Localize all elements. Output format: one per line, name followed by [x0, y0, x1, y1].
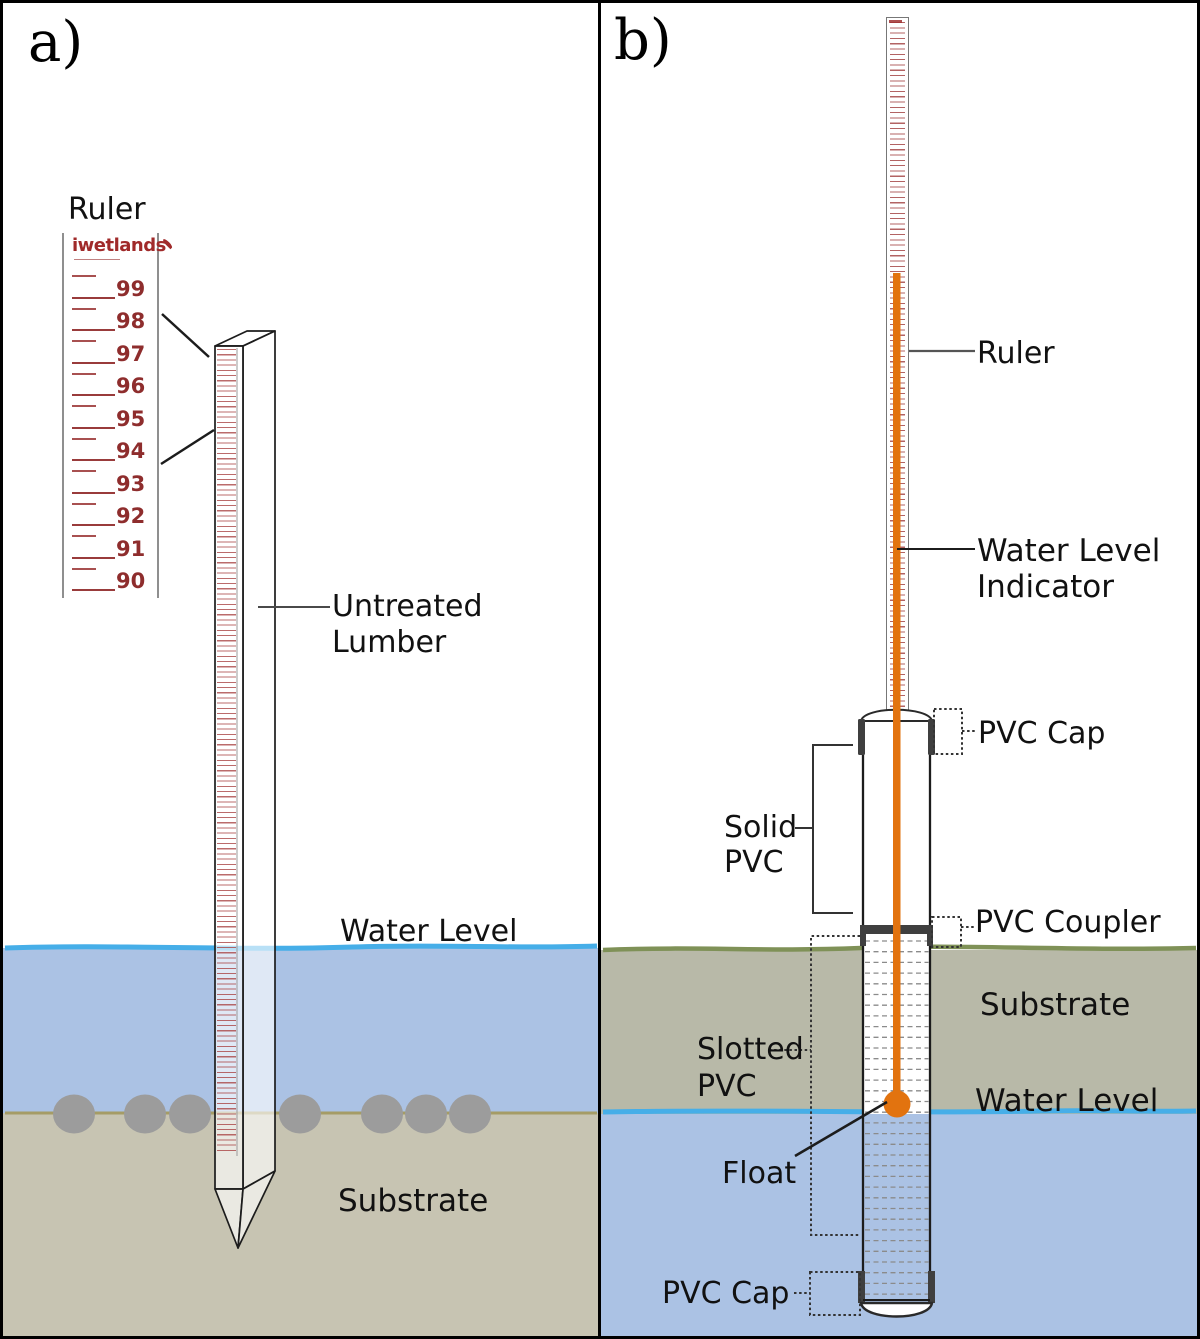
ruler-callout-line-lower: [160, 428, 215, 466]
water-level-indicator-label: Water Level Indicator: [977, 533, 1161, 605]
ruler-half-tick: [72, 429, 157, 442]
ruler-numbered-tick: 90: [72, 569, 157, 593]
ruler-half-tick: [72, 494, 157, 507]
ruler-half-tick: [72, 396, 157, 409]
pvc-cap-bottom-label: PVC Cap: [662, 1276, 790, 1311]
ruler-brand-mark: [889, 20, 902, 23]
pvc-cap-top-dotted-box: [933, 708, 963, 755]
water-level-indicator-rod: [893, 273, 901, 1097]
bottom-cap-sleeve-right: [928, 1271, 935, 1303]
solid-pvc-label: Solid PVC: [724, 810, 798, 880]
stake-ruler-ticks: [217, 349, 236, 1155]
pvc-cap-bottom-dotted-box: [809, 1271, 861, 1316]
pvc-coupler-notch-right: [927, 934, 933, 946]
bottom-cap-bowl: [859, 1301, 934, 1318]
panel-b-letter: b): [614, 8, 672, 73]
ruler-half-tick: [72, 266, 157, 279]
solid-pvc-bracket: [812, 744, 853, 914]
ruler-numbered-tick: 97: [72, 341, 157, 366]
ruler-half-tick: [72, 461, 157, 474]
ruler-numbered-tick: 95: [72, 406, 157, 431]
panel-b-water-level-label: Water Level: [975, 1083, 1159, 1119]
float: [883, 1090, 911, 1118]
ruler-number: 99: [116, 276, 146, 301]
pvc-cap-sleeve-left: [858, 719, 865, 755]
ruler-numbered-tick: 91: [72, 536, 157, 561]
ruler-numbered-tick: 99: [72, 276, 157, 301]
ruler-number: 96: [116, 374, 146, 398]
ruler-number: 95: [116, 406, 146, 431]
panel-a-ruler-label: Ruler: [68, 192, 146, 227]
pipe-slots: [865, 940, 929, 1295]
ruler-number: 93: [116, 471, 146, 496]
panel-b-substrate-line: [602, 944, 1197, 953]
ruler-number: 97: [116, 341, 146, 366]
ruler-number: 92: [116, 504, 146, 528]
ruler-brand: iwetlands: [72, 233, 174, 257]
brand-subtext-line: [74, 259, 120, 260]
ruler-number: 90: [116, 569, 146, 593]
ruler-half-tick: [72, 526, 157, 539]
float-callout-line: [794, 1100, 888, 1158]
panel-a-water-band: [3, 948, 598, 1113]
ruler-detail-inset: iwetlands 99 98 97 96 95 94 93 92 91 90: [62, 233, 174, 598]
ruler-half-tick: [72, 364, 157, 377]
pvc-cap-top-label: PVC Cap: [978, 716, 1106, 751]
ruler-number: 91: [116, 536, 146, 561]
ruler-numbered-tick: 98: [72, 309, 157, 333]
ruler-callout-line-upper: [161, 313, 210, 358]
panel-b-ruler-label: Ruler: [977, 336, 1055, 371]
stake-tip-side: [237, 1170, 276, 1249]
ruler-numbered-tick: 96: [72, 374, 157, 398]
ruler-half-tick: [72, 299, 157, 312]
panel-divider: [598, 3, 601, 1336]
panel-b-water-level-line: [602, 1108, 1197, 1115]
ruler-half-tick: [72, 331, 157, 344]
ruler-numbered-tick: 93: [72, 471, 157, 496]
untreated-lumber-label: Untreated Lumber: [332, 589, 483, 660]
solid-pipe-walls: [861, 722, 932, 930]
panel-a-substrate-label: Substrate: [338, 1183, 489, 1219]
panel-a-substrate-band: [3, 1113, 598, 1336]
float-label: Float: [722, 1156, 797, 1191]
panel-a-water-level-line: [4, 943, 598, 951]
slotted-pipe-walls: [861, 934, 932, 1302]
ruler-numbered-tick: 94: [72, 439, 157, 463]
pvc-coupler-notch-left: [860, 934, 866, 946]
ruler-number: 98: [116, 309, 146, 333]
panel-a-water-level-label: Water Level: [340, 914, 518, 949]
slotted-pvc-dotted-bracket: [810, 935, 860, 1236]
panel-b-substrate-label: Substrate: [980, 987, 1131, 1023]
pvc-coupler-dotted-box: [931, 916, 962, 948]
ruler-numbered-tick: 92: [72, 504, 157, 528]
ruler-scale: 99 98 97 96 95 94 93 92 91 90: [72, 266, 157, 593]
slotted-pvc-label: Slotted PVC: [697, 1032, 804, 1104]
pvc-coupler-label: PVC Coupler: [975, 905, 1161, 940]
ruler-half-tick: [72, 559, 157, 572]
pebbles: [53, 1094, 491, 1134]
bottom-cap-sleeve-left: [858, 1271, 865, 1303]
ruler-number: 94: [116, 439, 146, 463]
stake-side-face: [242, 330, 276, 1190]
dotted-annotations: [769, 708, 976, 1316]
panel-a-letter: a): [28, 10, 84, 75]
